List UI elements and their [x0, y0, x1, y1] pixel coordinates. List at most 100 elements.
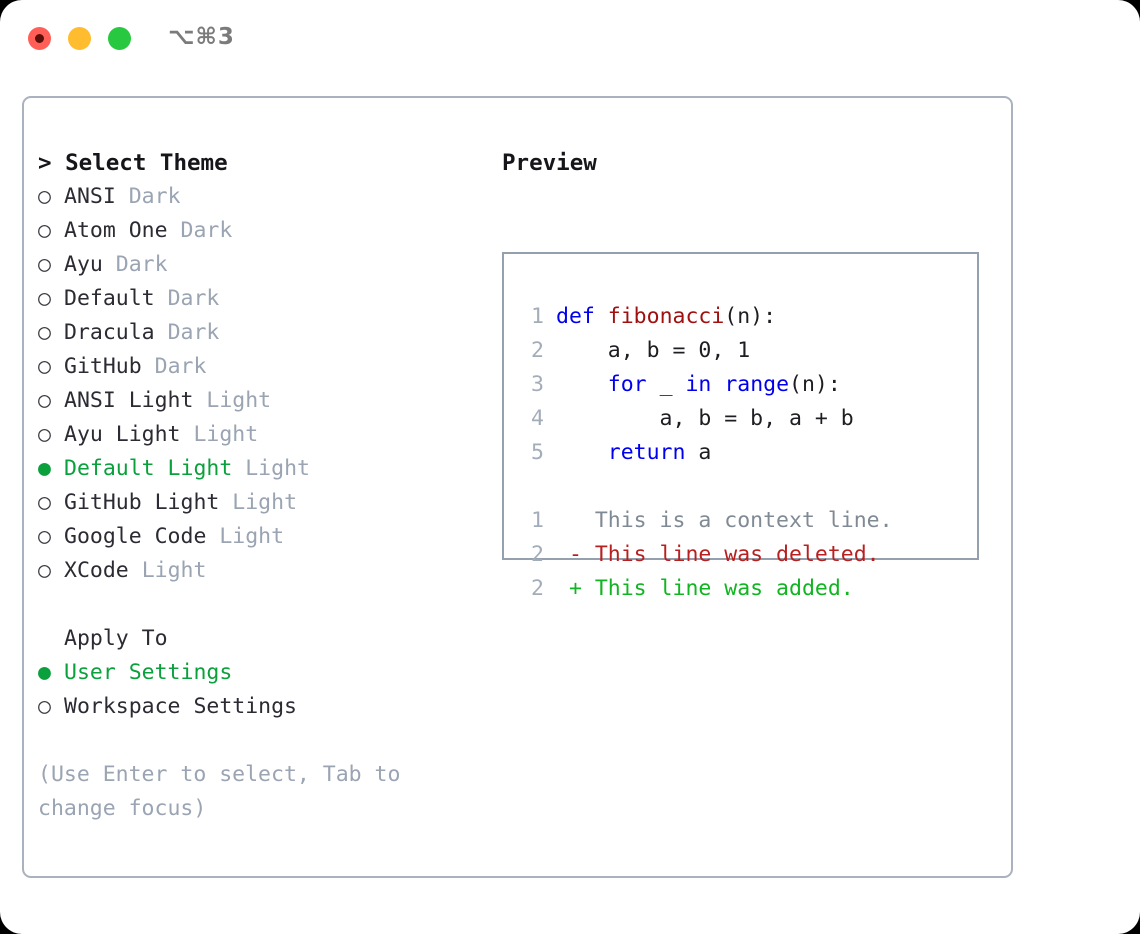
maximize-button[interactable]	[108, 27, 131, 50]
code-line: 1 def fibonacci(n):	[518, 300, 893, 334]
theme-variant-tag: Dark	[115, 252, 168, 277]
apply-to-label: Apply To	[64, 626, 168, 651]
theme-variant-tag: Dark	[128, 184, 181, 209]
line-number: 5	[531, 440, 544, 465]
theme-gap	[232, 456, 245, 481]
code-line: 3 for _ in range(n):	[518, 368, 893, 402]
theme-gap	[129, 558, 142, 583]
theme-gap	[219, 490, 232, 515]
diff-line: 1 This is a context line.	[518, 504, 893, 538]
theme-list-item[interactable]: ○ Ayu Light Light	[38, 418, 488, 452]
radio-unselected-icon[interactable]: ○	[38, 184, 51, 209]
code-token: (n):	[789, 372, 841, 397]
theme-variant-tag: Light	[193, 422, 259, 447]
radio-unselected-icon[interactable]: ○	[38, 524, 51, 549]
line-number: 2	[531, 542, 544, 567]
code-line: 4 a, b = b, a + b	[518, 402, 893, 436]
radio-unselected-icon[interactable]: ○	[38, 252, 51, 277]
radio-unselected-icon[interactable]: ○	[38, 694, 51, 719]
theme-list-item[interactable]: ○Google Code Light	[38, 520, 488, 554]
code-token: def	[556, 304, 595, 329]
keyboard-hint-text: (Use Enter to select, Tab to change focu…	[38, 762, 414, 821]
code-token: a, b = b, a + b	[556, 406, 854, 431]
apply-to-option-list[interactable]: ● User Settings ○ Workspace Settings	[38, 656, 488, 724]
apply-to-option-label: Workspace Settings	[64, 694, 297, 719]
code-token: fibonacci	[607, 304, 725, 329]
radio-unselected-icon[interactable]: ○	[38, 286, 51, 311]
apply-to-bullet-placeholder: ○	[38, 622, 64, 656]
theme-variant-tag: Light	[141, 558, 207, 583]
diff-line: 2 - This line was deleted.	[518, 538, 893, 572]
radio-selected-icon[interactable]: ●	[38, 660, 51, 685]
theme-gap	[181, 422, 194, 447]
theme-name: XCode	[64, 558, 129, 583]
code-token: a, b = 0, 1	[556, 338, 751, 363]
theme-list-item[interactable]: ○Atom One Dark	[38, 214, 488, 248]
theme-gap	[155, 286, 168, 311]
radio-unselected-icon[interactable]: ○	[38, 490, 51, 515]
apply-to-option[interactable]: ● User Settings	[38, 656, 488, 690]
theme-gap	[155, 320, 168, 345]
theme-name: Dracula	[64, 320, 155, 345]
theme-list-item[interactable]: ○ Ayu Dark	[38, 248, 488, 282]
theme-list-item[interactable]: ○Dracula Dark	[38, 316, 488, 350]
code-line: 5 return a	[518, 436, 893, 470]
minimize-button[interactable]	[68, 27, 91, 50]
code-token: a	[685, 440, 712, 465]
theme-name: Ayu Light	[64, 422, 181, 447]
theme-list-item[interactable]: ○ANSI Light Light	[38, 384, 488, 418]
code-line: 2 a, b = 0, 1	[518, 334, 893, 368]
code-token: This is a context line.	[556, 508, 893, 533]
list-spacer	[38, 588, 488, 622]
code-token: range	[724, 372, 790, 397]
keyboard-shortcut-label: ⌥⌘3	[168, 24, 235, 50]
preview-title: Preview	[502, 150, 597, 176]
theme-gap	[142, 354, 155, 379]
theme-list-item[interactable]: ○GitHub Light Light	[38, 486, 488, 520]
radio-unselected-icon[interactable]: ○	[38, 558, 51, 583]
select-theme-header: > Select Theme	[38, 150, 228, 176]
radio-unselected-icon[interactable]: ○	[38, 422, 51, 447]
apply-to-option[interactable]: ○ Workspace Settings	[38, 690, 488, 724]
code-token: for	[607, 372, 647, 397]
apply-to-label-row: ○Apply To	[38, 622, 488, 656]
theme-list-item[interactable]: ○ XCode Light	[38, 554, 488, 588]
theme-list-item[interactable]: ○GitHub Dark	[38, 350, 488, 384]
code-blank-line	[518, 470, 893, 504]
theme-list-column: > Select Theme ○ANSI Dark○Atom One Dark○…	[38, 146, 488, 724]
code-token	[595, 304, 608, 329]
line-number: 1	[531, 508, 544, 533]
radio-selected-icon[interactable]: ●	[38, 456, 51, 481]
theme-list-item[interactable]: ○ Default Dark	[38, 282, 488, 316]
theme-gap	[206, 524, 219, 549]
theme-gap	[193, 388, 206, 413]
theme-name: Google Code	[64, 524, 207, 549]
line-number: 3	[531, 372, 544, 397]
radio-unselected-icon[interactable]: ○	[38, 218, 51, 243]
apply-to-option-label: User Settings	[64, 660, 233, 685]
radio-unselected-icon[interactable]: ○	[38, 354, 51, 379]
window-titlebar: ⌥⌘3	[0, 0, 1140, 78]
line-number: 4	[531, 406, 544, 431]
theme-name: Ayu	[64, 252, 103, 277]
theme-name: ANSI Light	[64, 388, 194, 413]
theme-name: ANSI	[64, 184, 116, 209]
theme-list-item[interactable]: ●Default Light Light	[38, 452, 488, 486]
code-token: (n):	[724, 304, 777, 329]
theme-variant-tag: Dark	[154, 354, 207, 379]
radio-unselected-icon[interactable]: ○	[38, 320, 51, 345]
code-token: in	[685, 372, 712, 397]
theme-list-item[interactable]: ○ ANSI Dark	[38, 180, 488, 214]
theme-variant-tag: Light	[232, 490, 298, 515]
line-number: 1	[531, 304, 544, 329]
theme-picker-panel: > Select Theme ○ANSI Dark○Atom One Dark○…	[22, 96, 1013, 878]
code-token: return	[607, 440, 686, 465]
close-button[interactable]	[28, 27, 51, 50]
theme-list[interactable]: ○ANSI Dark○Atom One Dark○Ayu Dark○Defaul…	[38, 180, 488, 588]
theme-variant-tag: Dark	[167, 286, 220, 311]
theme-name: Default	[64, 286, 155, 311]
radio-unselected-icon[interactable]: ○	[38, 388, 51, 413]
